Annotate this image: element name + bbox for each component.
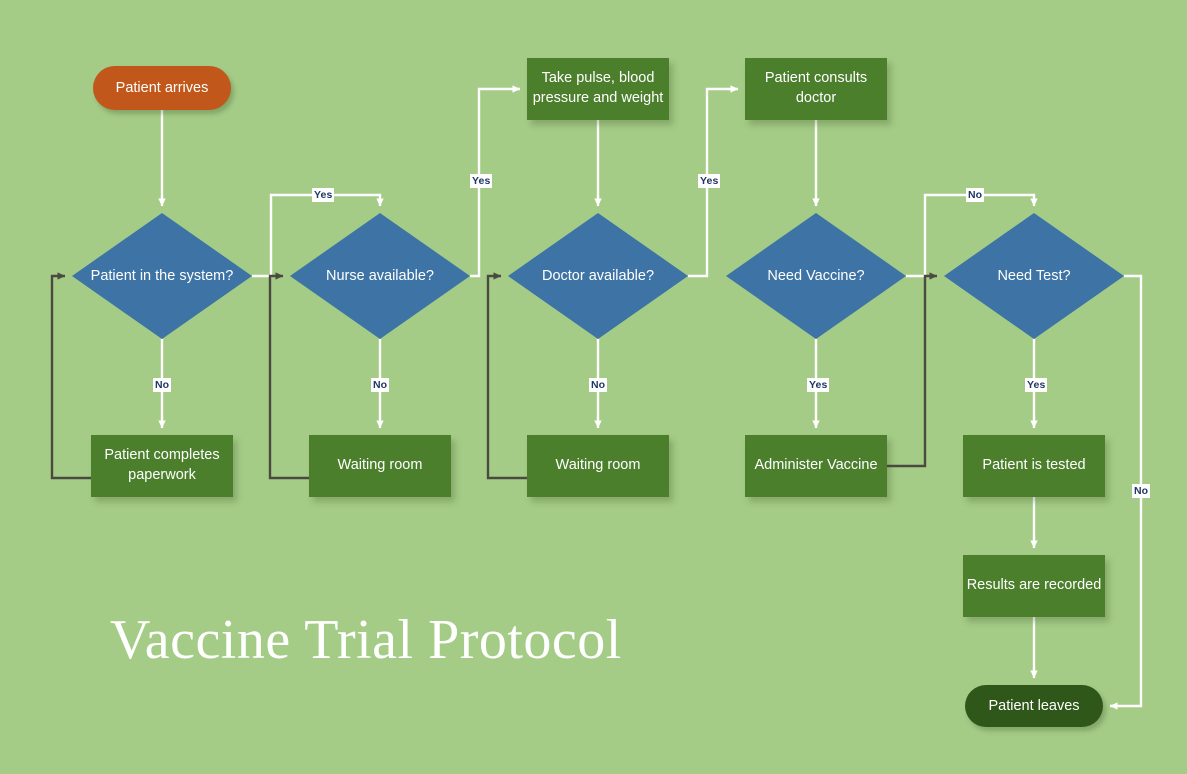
node-need-test[interactable]: Need Test? [944,213,1124,339]
edge-label-vaccine-no: No [966,188,985,202]
edge-label-test-no: No [1132,484,1151,498]
node-results-are-recorded[interactable]: Results are recorded [963,555,1105,617]
node-label: Waiting room [337,457,423,474]
node-waiting-room-nurse[interactable]: Waiting room [309,435,451,497]
edge-label-doctor-no: No [589,378,608,392]
node-patient-consults-doctor[interactable]: Patient consults doctor [745,58,887,120]
node-label: Patient arrives [115,80,209,96]
node-label: Results are recorded [966,577,1102,594]
node-patient-is-tested[interactable]: Patient is tested [963,435,1105,497]
node-nurse-available[interactable]: Nurse available? [290,213,470,339]
node-patient-leaves[interactable]: Patient leaves [965,685,1103,727]
edge-label-vaccine-yes: Yes [807,378,830,392]
edge-label-nurse-yes: Yes [470,174,493,188]
node-doctor-available[interactable]: Doctor available? [508,213,688,339]
node-label: Patient leaves [988,698,1080,714]
node-label: Patient completes paperwork [104,447,220,483]
node-label: Doctor available? [541,267,655,284]
edge-label-test-yes: Yes [1025,378,1048,392]
diagram-title: Vaccine Trial Protocol [110,609,622,671]
edge-label-system-no: No [153,378,172,392]
edge-label-system-yes: Yes [312,188,335,202]
node-label: Nurse available? [325,267,434,284]
node-label: Need Test? [997,267,1071,284]
node-patient-arrives[interactable]: Patient arrives [93,66,231,110]
edge-label-doctor-yes: Yes [698,174,721,188]
node-take-vitals[interactable]: Take pulse, blood pressure and weight [527,58,669,120]
node-label: Administer Vaccine [754,457,878,474]
node-label: Patient consults doctor [764,70,868,106]
edge-label-nurse-no: No [371,378,390,392]
node-patient-in-system[interactable]: Patient in the system? [72,213,252,339]
node-label: Patient is tested [982,457,1086,474]
node-label: Waiting room [555,457,641,474]
node-patient-completes-paperwork[interactable]: Patient completes paperwork [91,435,233,497]
node-waiting-room-doctor[interactable]: Waiting room [527,435,669,497]
node-administer-vaccine[interactable]: Administer Vaccine [745,435,887,497]
node-label: Take pulse, blood pressure and weight [532,70,664,106]
node-label: Need Vaccine? [767,267,865,284]
node-label: Patient in the system? [90,267,234,284]
node-need-vaccine[interactable]: Need Vaccine? [726,213,906,339]
